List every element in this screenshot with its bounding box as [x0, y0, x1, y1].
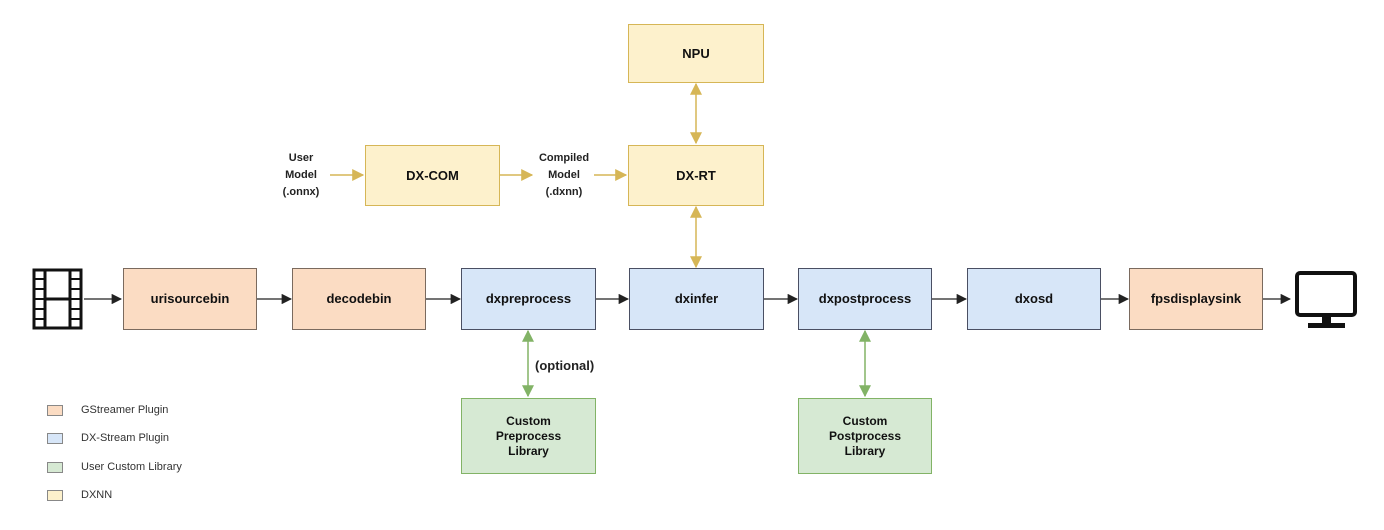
legend-label-user-custom: User Custom Library: [81, 461, 182, 473]
legend-label-dx-stream: DX-Stream Plugin: [81, 432, 170, 444]
dxinfer-box: dxinfer: [629, 268, 764, 330]
legend-item-dx-stream: DX-Stream Plugin: [47, 431, 169, 445]
legend-item-user-custom: User Custom Library: [47, 460, 182, 474]
dx-rt-box: DX-RT: [628, 145, 764, 206]
compiled-model-label: Compiled Model (.dxnn): [538, 152, 590, 198]
custom-preprocess-library-box: Custom Preprocess Library: [461, 398, 596, 474]
legend-label-dxnn: DXNN: [81, 489, 113, 501]
monitor-icon: [1295, 271, 1357, 328]
fpsdisplaysink-box: fpsdisplaysink: [1129, 268, 1263, 330]
optional-note: (optional): [535, 358, 595, 373]
dx-com-box: DX-COM: [365, 145, 500, 206]
legend-swatch-dxnn: [47, 489, 63, 501]
urisourcebin-box: urisourcebin: [123, 268, 257, 330]
legend-swatch-gstreamer: [47, 404, 63, 416]
dxosd-box: dxosd: [967, 268, 1101, 330]
legend-item-gstreamer: GStreamer Plugin: [47, 403, 168, 417]
user-model-label: User Model (.onnx): [282, 152, 320, 198]
legend-swatch-user-custom: [47, 461, 63, 473]
dxpostprocess-box: dxpostprocess: [798, 268, 932, 330]
npu-box: NPU: [628, 24, 764, 83]
custom-postprocess-library-box: Custom Postprocess Library: [798, 398, 932, 474]
legend-label-gstreamer: GStreamer Plugin: [81, 404, 169, 416]
film-strip-icon: [32, 268, 83, 330]
dxpreprocess-box: dxpreprocess: [461, 268, 596, 330]
decodebin-box: decodebin: [292, 268, 426, 330]
legend-swatch-dx-stream: [47, 432, 63, 444]
legend-item-dxnn: DXNN: [47, 488, 112, 502]
